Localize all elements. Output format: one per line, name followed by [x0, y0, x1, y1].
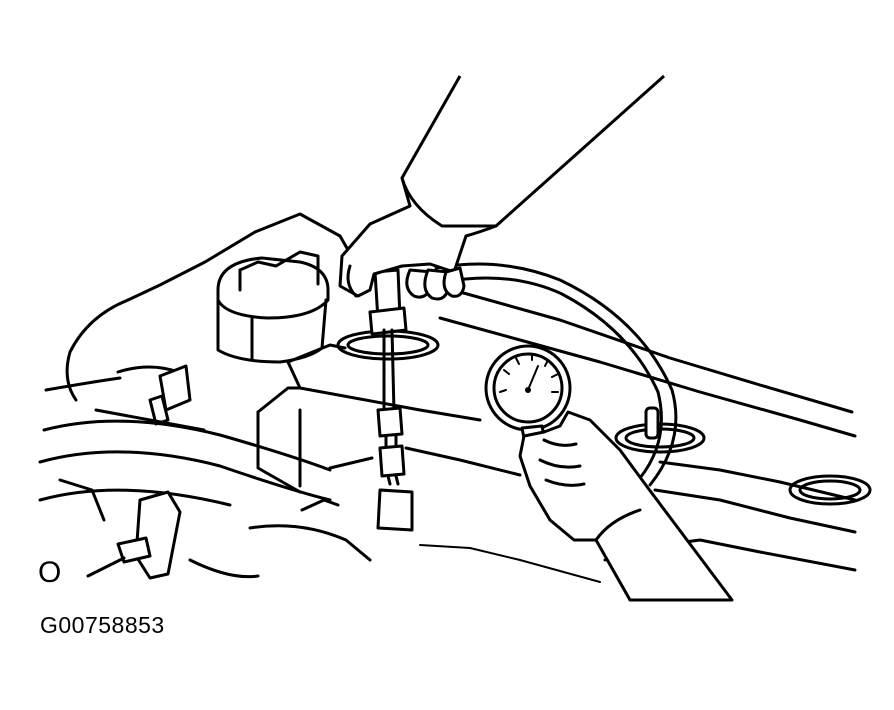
oil-filler-cap [216, 250, 330, 364]
gauge-hose [434, 262, 678, 487]
figure-id: G00758853 [40, 612, 165, 638]
upper-hand [338, 74, 665, 301]
gauge-attachment [368, 268, 408, 486]
mounting-bracket [86, 490, 372, 580]
callout-letter: O [38, 556, 62, 589]
intake-manifold [38, 298, 332, 522]
lower-hand [518, 410, 734, 602]
compression-gauge [484, 344, 572, 450]
